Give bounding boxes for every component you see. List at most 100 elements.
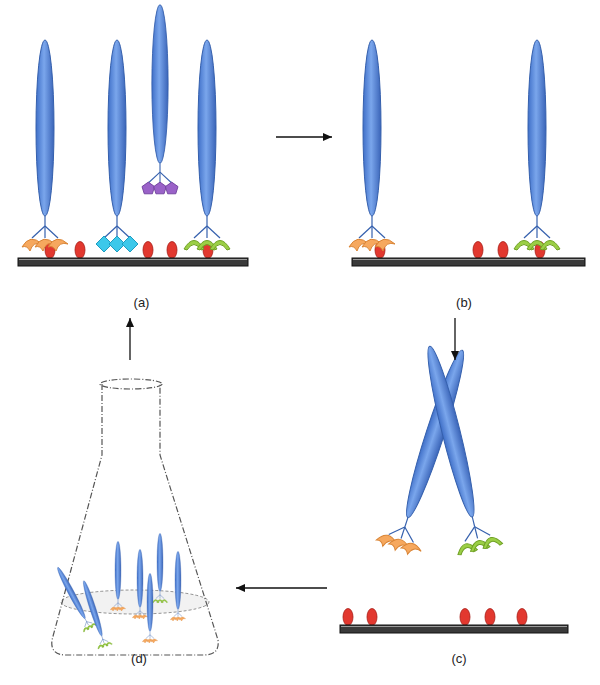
support-surface [352, 258, 585, 266]
glycan-stem [104, 226, 117, 238]
lectin-ligand [517, 609, 527, 626]
surface-highlight [353, 259, 584, 260]
glycan-stem [536, 216, 537, 226]
protein-body [198, 40, 216, 216]
glycan-stem [359, 226, 372, 238]
surface-highlight [341, 626, 567, 627]
lectin-ligand [473, 242, 483, 259]
glycan-green [540, 241, 560, 251]
protein-body [36, 40, 54, 216]
protein-body [81, 580, 105, 637]
glycan-green [481, 535, 503, 549]
glycan-stem [160, 172, 172, 183]
glycan-stem [401, 527, 405, 538]
glycan-stem [160, 595, 161, 599]
protein-body [157, 533, 163, 591]
glycan-stem [389, 523, 405, 538]
glycoprotein [142, 5, 178, 194]
glycoprotein [142, 573, 157, 643]
glycoprotein [77, 578, 113, 649]
glycan-stem [140, 607, 141, 610]
glycan-stem [99, 639, 104, 644]
glycan-orange [141, 615, 148, 619]
glycan-stem [85, 619, 87, 622]
glycan-stem [194, 226, 207, 238]
protein-body [115, 541, 121, 599]
protein-body [175, 551, 181, 609]
glycan-stem [472, 517, 474, 527]
glycan-stem [475, 524, 491, 539]
glycan-stem [156, 595, 160, 599]
glycan-stem [401, 527, 417, 542]
glycan-orange [151, 639, 158, 643]
glycoprotein [170, 551, 185, 621]
glycan-stem [44, 216, 45, 226]
glycan-stem [44, 226, 45, 238]
panel-label: (c) [335, 651, 583, 666]
glycan-stem [140, 611, 144, 615]
panel: (d) [50, 368, 228, 666]
protein-body [55, 566, 88, 620]
glycan-orange [375, 239, 395, 251]
glycan-stem [462, 527, 478, 542]
glycoprotein [349, 40, 395, 251]
glycan-stem [372, 226, 385, 238]
glycan-stem [160, 591, 161, 594]
lectin-ligand [143, 242, 153, 259]
glycan-stem [32, 226, 45, 238]
protein-body [108, 40, 126, 216]
glycan-stem [524, 226, 537, 238]
glycan-cyan [122, 236, 138, 252]
glycan-orange [48, 239, 68, 251]
process-arrow [236, 587, 327, 588]
protein-body [421, 344, 481, 519]
support-surface [340, 625, 568, 633]
flask-rim [100, 379, 162, 389]
glycan-stem [150, 635, 154, 639]
glycan-stem [117, 226, 130, 238]
glycan-stem [118, 603, 119, 607]
glycan-stem [116, 216, 117, 226]
glycan-stem [371, 216, 372, 226]
glycan-stem [159, 163, 160, 172]
glycan-orange [119, 607, 126, 611]
lectin-ligand [460, 609, 470, 626]
glycan-stem [114, 603, 118, 607]
protein-body [137, 549, 143, 607]
glycoprotein [110, 541, 125, 611]
glycan-orange [400, 541, 423, 558]
glycan-green [210, 241, 230, 251]
protein-body [363, 40, 381, 216]
glycan-stem [140, 611, 141, 615]
glycoprotein [152, 533, 167, 602]
glycan-stem [45, 226, 58, 238]
glycan-stem [405, 518, 408, 528]
glycan-stem [206, 226, 207, 238]
glycoprotein [96, 40, 138, 252]
lectin-ligand [167, 242, 177, 259]
support-surface [18, 258, 248, 266]
glycan-stem [150, 635, 151, 639]
glycan-stem [371, 226, 372, 238]
glycan-stem [174, 613, 178, 617]
glycan-purple [142, 182, 155, 194]
lectin-ligand [75, 242, 85, 259]
process-arrow [454, 318, 455, 360]
panel: (b) [340, 0, 588, 310]
panel: (a) [15, 0, 268, 310]
glycan-stem [178, 609, 179, 612]
panel: (c) [335, 368, 583, 666]
glycoprotein [184, 40, 230, 250]
glycan-purple [165, 182, 178, 194]
protein-body [147, 573, 153, 631]
glycan-stem [150, 631, 151, 634]
glycan-stem [118, 599, 119, 602]
glycan-stem [207, 226, 220, 238]
panel-label: (b) [340, 295, 588, 310]
glycan-stem [136, 611, 140, 615]
glycan-stem [146, 635, 150, 639]
glycan-orange [179, 617, 186, 621]
